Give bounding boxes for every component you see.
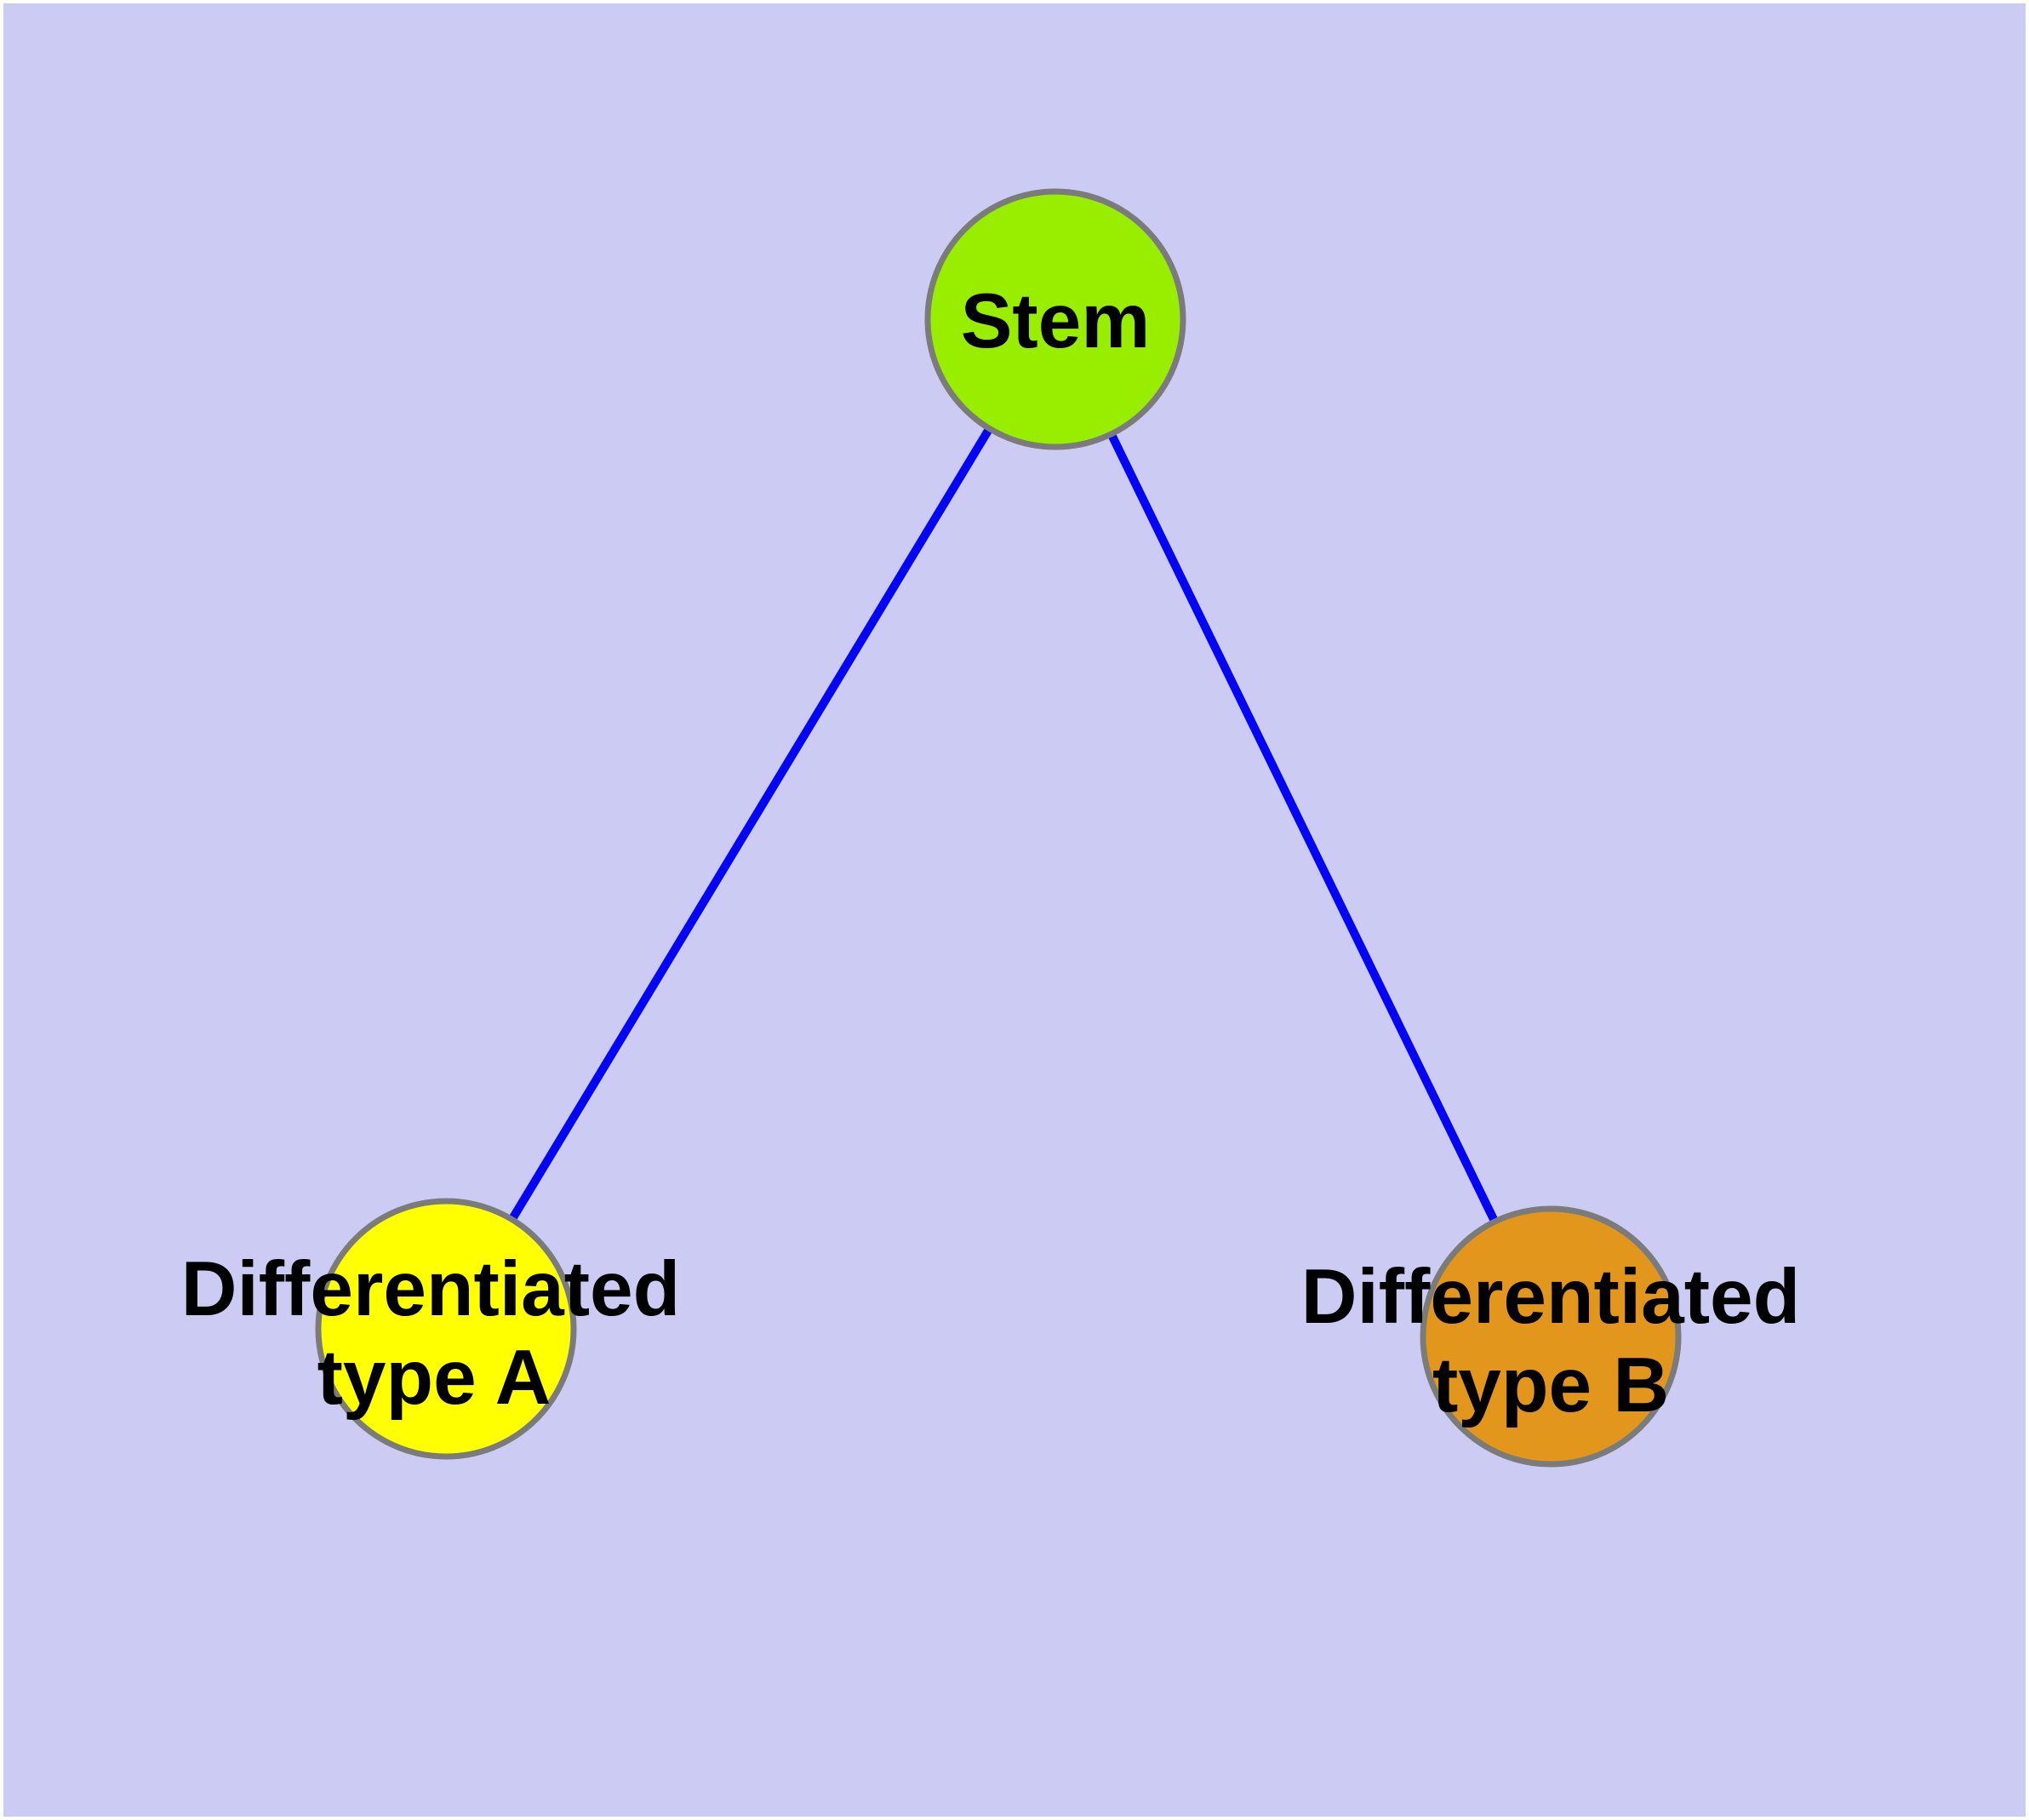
- node-stem-label: Stem: [961, 278, 1151, 364]
- node-type-b-label-line2: type B: [1432, 1342, 1669, 1428]
- node-stem-circle: [924, 188, 1186, 450]
- edge-stem-to-type-b: [1051, 317, 1555, 1339]
- node-type-b-label-line1: Differentiated: [1301, 1254, 1801, 1340]
- node-type-a-label-line1: Differentiated: [181, 1246, 681, 1332]
- node-type-b-circle: [1420, 1205, 1682, 1468]
- edge-stem-to-type-a: [442, 317, 1060, 1331]
- node-type-a-label-line2: type A: [317, 1335, 552, 1421]
- node-type-a-circle: [315, 1198, 577, 1460]
